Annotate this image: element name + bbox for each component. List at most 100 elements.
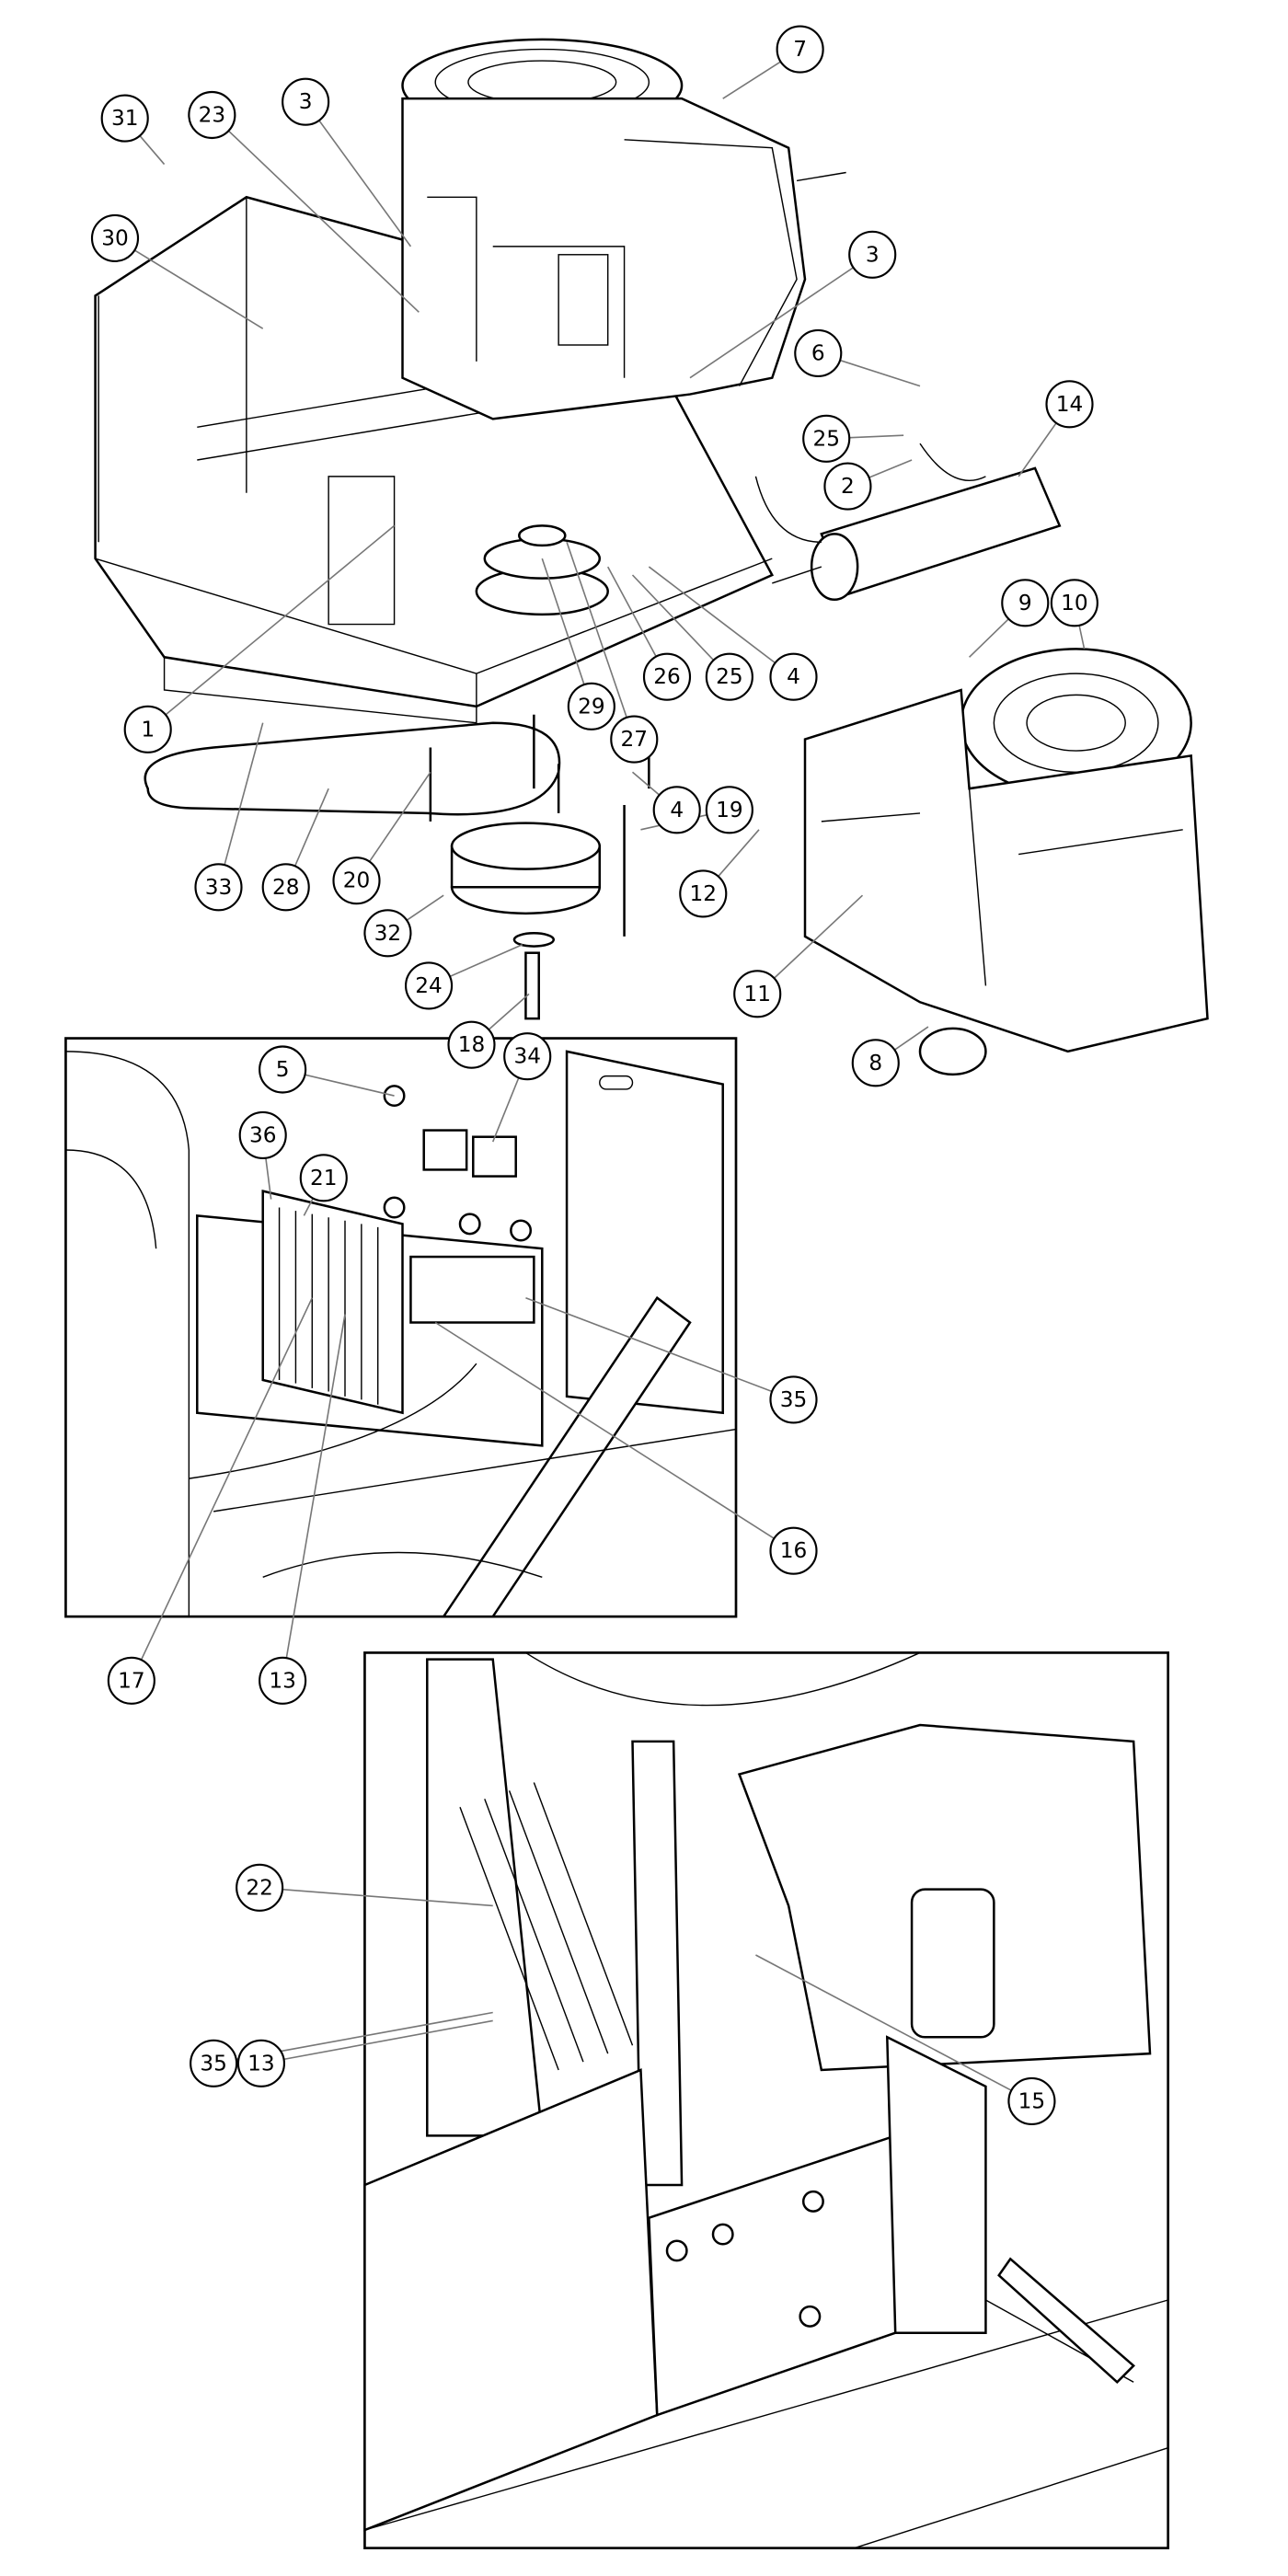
leader-line bbox=[689, 254, 873, 379]
callout-circle bbox=[188, 90, 236, 140]
leader-line bbox=[211, 114, 420, 313]
callout-circle bbox=[194, 863, 243, 912]
callout-number: 25 bbox=[812, 426, 840, 451]
callout-number: 18 bbox=[458, 1032, 486, 1057]
part-callout: 27 bbox=[610, 715, 659, 764]
callout-circle bbox=[733, 970, 782, 1018]
part-callout: 16 bbox=[769, 1526, 818, 1575]
leader-line bbox=[566, 542, 636, 740]
leader-line bbox=[217, 722, 264, 888]
callout-number: 7 bbox=[793, 37, 807, 62]
callout-circle bbox=[261, 863, 310, 912]
part-callout: 34 bbox=[503, 1032, 552, 1081]
callout-circle bbox=[1007, 2076, 1056, 2125]
callout-number: 11 bbox=[743, 982, 771, 1006]
part-callout: 23 bbox=[188, 90, 236, 140]
part-callout: 22 bbox=[236, 1863, 284, 1912]
callout-number: 15 bbox=[1018, 2088, 1046, 2113]
callout-circle bbox=[405, 961, 454, 1010]
callout-number: 22 bbox=[246, 1875, 273, 1900]
part-callout: 35 bbox=[769, 1375, 818, 1424]
voltage-regulator bbox=[261, 1190, 404, 1415]
callout-circle bbox=[259, 1656, 307, 1705]
callout-circle bbox=[705, 786, 753, 834]
leader-line bbox=[756, 894, 864, 995]
part-callout: 3 bbox=[848, 230, 897, 279]
part-callout: 8 bbox=[851, 1039, 900, 1087]
callout-circle bbox=[447, 1020, 496, 1069]
callout-circle bbox=[610, 715, 659, 764]
callout-number: 14 bbox=[1056, 392, 1084, 417]
callout-number: 17 bbox=[118, 1668, 145, 1693]
bolts bbox=[429, 714, 650, 937]
callout-circle bbox=[363, 909, 412, 958]
part-callout: 32 bbox=[363, 909, 412, 958]
part-callout: 31 bbox=[100, 94, 149, 143]
callout-circle bbox=[851, 1039, 900, 1087]
part-callout: 18 bbox=[447, 1020, 496, 1069]
drive-belt bbox=[144, 721, 561, 816]
callout-circle bbox=[332, 857, 381, 905]
callout-number: 3 bbox=[866, 242, 880, 267]
part-callout: 25 bbox=[802, 414, 851, 463]
detail-panel-engine-side bbox=[363, 1651, 1169, 2549]
callout-circle bbox=[1001, 579, 1050, 627]
callout-circle bbox=[90, 213, 140, 262]
part-callout: 5 bbox=[259, 1045, 307, 1094]
callout-number: 5 bbox=[276, 1057, 290, 1082]
callout-circle bbox=[652, 786, 701, 834]
callout-circle bbox=[769, 1375, 818, 1424]
callout-number: 27 bbox=[621, 727, 649, 752]
part-callout: 6 bbox=[794, 328, 843, 377]
callout-number: 13 bbox=[247, 2051, 275, 2076]
callout-number: 31 bbox=[111, 106, 139, 131]
leader-line bbox=[434, 1321, 794, 1552]
callout-number: 21 bbox=[310, 1166, 338, 1190]
callout-number: 8 bbox=[868, 1051, 882, 1075]
part-callout: 2 bbox=[823, 462, 872, 511]
callout-number: 20 bbox=[343, 868, 371, 893]
callout-circle bbox=[190, 2039, 238, 2087]
callout-number: 12 bbox=[690, 881, 718, 906]
callout-number: 30 bbox=[101, 225, 129, 250]
callout-number: 4 bbox=[670, 798, 684, 822]
callout-number: 23 bbox=[199, 103, 226, 128]
leader-line bbox=[147, 524, 396, 730]
part-callout: 4 bbox=[652, 786, 701, 834]
callout-circle bbox=[705, 652, 753, 701]
part-callout: 19 bbox=[705, 786, 753, 834]
leader-line bbox=[648, 566, 794, 678]
part-callout: 1 bbox=[123, 705, 172, 753]
engine-main bbox=[401, 38, 846, 420]
callout-circle bbox=[503, 1032, 552, 1081]
callout-number: 34 bbox=[513, 1044, 541, 1069]
callout-circle bbox=[848, 230, 897, 279]
callout-circle bbox=[567, 682, 615, 730]
callout-circle bbox=[282, 77, 330, 126]
callout-circle bbox=[259, 1045, 307, 1094]
callout-circle bbox=[1045, 380, 1094, 429]
callout-circle bbox=[238, 1110, 287, 1160]
callout-circle bbox=[100, 94, 149, 143]
leader-line bbox=[114, 237, 264, 329]
part-callout: 29 bbox=[567, 682, 615, 730]
part-callout: 30 bbox=[90, 213, 140, 262]
muffler bbox=[754, 443, 1062, 602]
callout-number: 9 bbox=[1018, 591, 1032, 615]
part-callout: 7 bbox=[776, 25, 824, 74]
part-callout: 35 bbox=[190, 2039, 238, 2087]
part-callout: 11 bbox=[733, 970, 782, 1018]
part-callout: 21 bbox=[299, 1154, 348, 1202]
leader-line bbox=[131, 1297, 314, 1682]
part-callout: 12 bbox=[679, 869, 728, 918]
part-callout: 10 bbox=[1050, 579, 1098, 627]
leader-line bbox=[259, 1886, 493, 1907]
callout-circle bbox=[123, 705, 172, 753]
callout-circle bbox=[299, 1154, 348, 1202]
callout-number: 1 bbox=[141, 717, 155, 742]
callout-number: 35 bbox=[200, 2051, 227, 2076]
callout-number: 13 bbox=[269, 1668, 296, 1693]
part-callout: 14 bbox=[1045, 380, 1094, 429]
callout-circle bbox=[769, 652, 818, 701]
